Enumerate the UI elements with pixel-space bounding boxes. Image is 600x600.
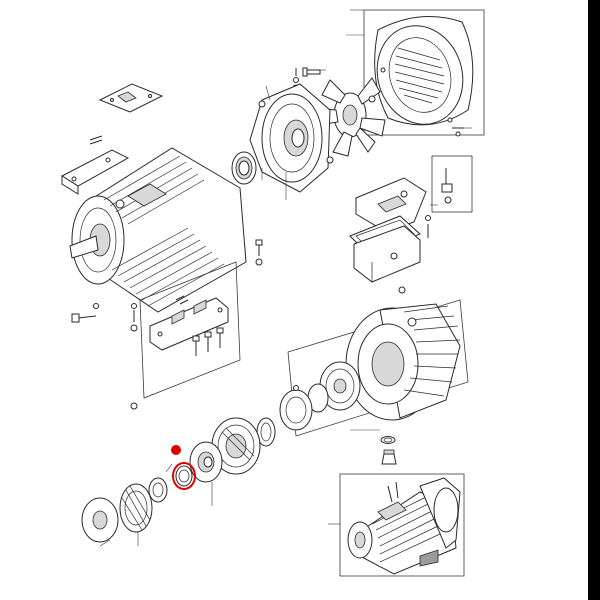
foot-block[interactable] [149, 297, 229, 351]
bearing-retainer[interactable] [119, 483, 153, 533]
front-bearing[interactable] [148, 463, 173, 503]
housing-seal-ring[interactable] [319, 361, 361, 411]
fan-cover[interactable] [365, 14, 476, 135]
foot-bolts[interactable] [192, 327, 224, 356]
terminal-block[interactable] [441, 168, 453, 204]
page-side-bar [588, 0, 600, 600]
fan-cover-screws[interactable] [452, 127, 472, 137]
rear-end-shield[interactable] [249, 83, 334, 193]
fan-bolt[interactable] [302, 67, 326, 77]
earth-bolt[interactable] [255, 239, 263, 266]
disc-flange[interactable] [81, 497, 119, 543]
assembled-motor-frame [339, 473, 465, 577]
callout-marker-dot[interactable] [171, 445, 181, 455]
terminal-box[interactable] [353, 225, 421, 283]
shaft-seal-highlight-ring [172, 462, 196, 490]
housing-washers[interactable] [93, 303, 138, 410]
foot-pin[interactable] [175, 295, 189, 305]
rear-bearing[interactable] [231, 151, 257, 185]
gland-o-ring[interactable] [380, 436, 396, 444]
terminal-screws[interactable] [398, 204, 438, 294]
fan-end-bearing-housing[interactable] [279, 385, 313, 431]
assembled-motor[interactable] [347, 477, 461, 575]
nameplate[interactable] [98, 83, 164, 113]
stator-housing[interactable] [69, 147, 247, 313]
shaft-seal[interactable] [175, 465, 193, 487]
terminal-block-frame [431, 155, 473, 213]
feet-frame [139, 261, 241, 399]
cable-gland[interactable] [381, 449, 397, 465]
cooling-fan[interactable] [314, 77, 386, 157]
front-end-shield[interactable] [211, 417, 261, 475]
terminal-box-lid[interactable] [355, 177, 427, 233]
bearing-cover[interactable] [189, 441, 223, 483]
lug-pin[interactable] [89, 135, 103, 145]
lifting-eye[interactable] [60, 149, 130, 195]
front-housing[interactable] [345, 303, 461, 421]
housing-bolt[interactable] [71, 313, 97, 323]
fan-cover-frame [363, 9, 485, 136]
front-bearing-roller[interactable] [256, 417, 276, 447]
